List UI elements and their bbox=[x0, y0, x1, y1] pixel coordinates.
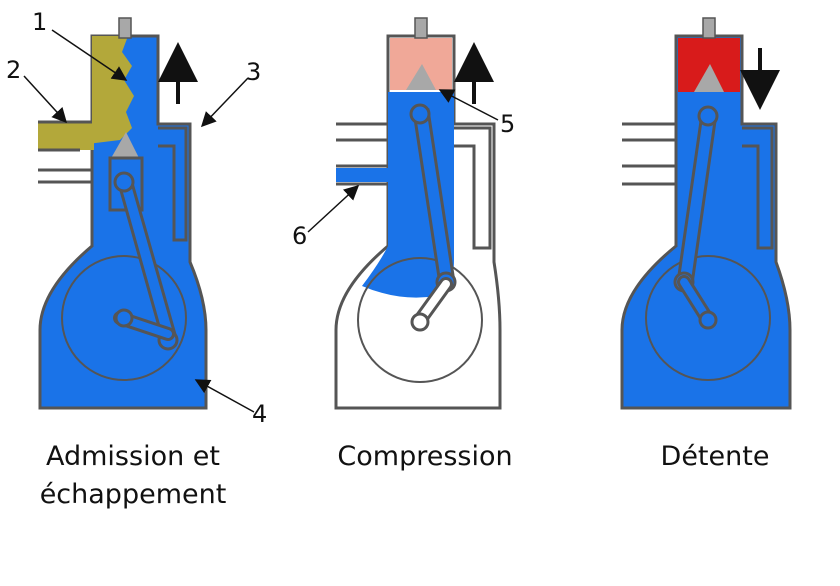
caption-compression: Compression bbox=[300, 438, 550, 476]
engine3-crank bbox=[645, 255, 771, 381]
callout-line-1 bbox=[51, 29, 128, 81]
label-4: 4 bbox=[252, 400, 267, 428]
engine3-spark-plug bbox=[702, 17, 716, 39]
callout-line-6 bbox=[307, 184, 360, 233]
label-3: 3 bbox=[246, 58, 261, 86]
caption-compression-line1: Compression bbox=[337, 441, 513, 472]
engine1-exhaust-port bbox=[38, 122, 94, 150]
callout-line-2 bbox=[23, 75, 68, 124]
engine2-piston bbox=[406, 64, 436, 90]
caption-intake-exhaust: Admission et échappement bbox=[8, 438, 258, 514]
engine1-piston bbox=[110, 132, 140, 160]
engine-intake-exhaust bbox=[38, 17, 208, 410]
caption-intake-exhaust-line1: Admission et bbox=[46, 441, 220, 472]
engine2-spark-plug bbox=[414, 17, 428, 39]
callout-line-4 bbox=[194, 379, 255, 413]
engine3-piston bbox=[694, 64, 724, 92]
engine1-spark-plug bbox=[118, 17, 132, 39]
engine-compression bbox=[334, 17, 502, 410]
label-1: 1 bbox=[32, 8, 47, 36]
engine1-exhaust-gas bbox=[38, 36, 134, 150]
callout-line-3 bbox=[200, 77, 249, 128]
label-5: 5 bbox=[500, 110, 515, 138]
engine-expansion bbox=[620, 17, 792, 410]
engine1-crank bbox=[61, 255, 187, 381]
caption-expansion: Détente bbox=[590, 438, 840, 476]
label-2: 2 bbox=[6, 56, 21, 84]
callouts bbox=[23, 29, 499, 413]
caption-intake-exhaust-line2: échappement bbox=[39, 479, 227, 510]
engine2-crank bbox=[357, 257, 483, 383]
label-6: 6 bbox=[292, 222, 307, 250]
caption-expansion-line1: Détente bbox=[660, 441, 770, 472]
callout-line-5 bbox=[438, 89, 499, 121]
